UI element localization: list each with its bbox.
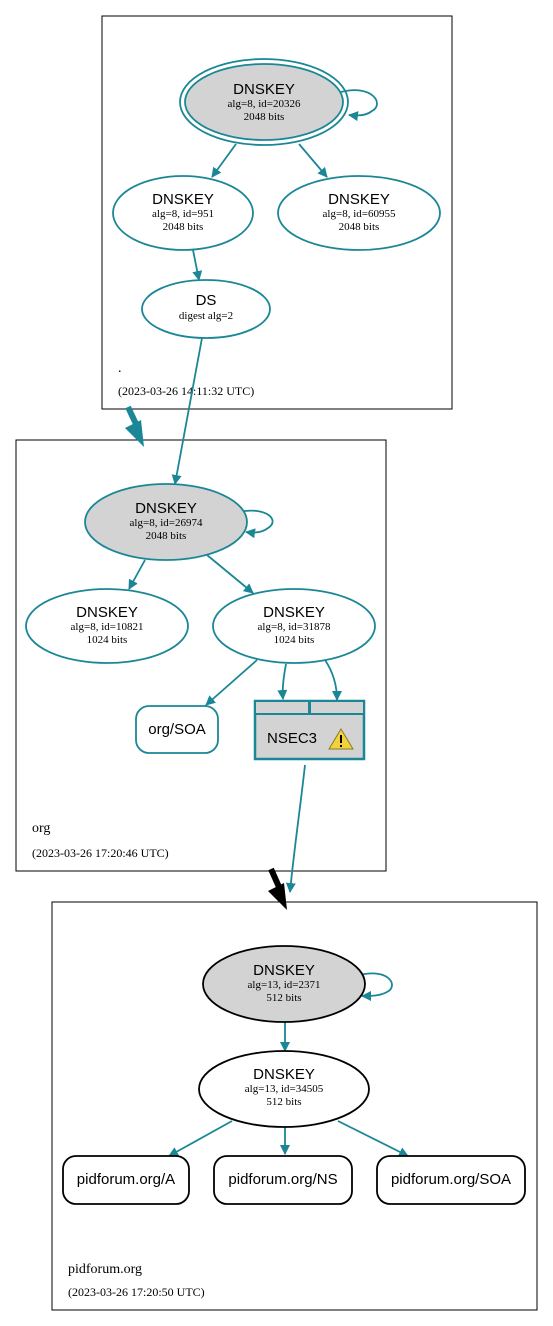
node-org-nsec3[interactable]: NSEC3 [253, 699, 366, 761]
node-org-zsk2-line1: alg=8, id=31878 [258, 621, 331, 633]
node-root-ksk[interactable]: DNSKEY alg=8, id=20326 2048 bits [179, 58, 349, 146]
edge-org-nsec3-to-pidforum [285, 764, 306, 893]
node-root-zsk2-title: DNSKEY [328, 191, 390, 208]
edge-pid-zsk-to-soa [337, 1120, 409, 1157]
edge-root-ksk-selfloop [340, 89, 378, 122]
node-pid-a-title: pidforum.org/A [77, 1171, 175, 1188]
node-org-soa-title: org/SOA [148, 721, 206, 738]
node-root-ksk-line1: alg=8, id=20326 [228, 98, 301, 110]
edge-org-ksk-selfloop [237, 509, 274, 539]
node-pid-a-shape [62, 1155, 190, 1205]
node-root-ksk-line2: 2048 bits [244, 111, 285, 123]
node-org-nsec3-cell-right [309, 700, 365, 715]
delegation-arrow-root-to-org [125, 405, 139, 426]
node-pid-soa-title: pidforum.org/SOA [391, 1171, 511, 1188]
zone-pidforum: pidforum.org (2023-03-26 17:20:50 UTC) [51, 901, 538, 1311]
edge-org-zsk2-to-soa [205, 659, 258, 706]
node-org-ksk-line1: alg=8, id=26974 [130, 517, 203, 529]
edge-root-ksk-to-zsk1 [211, 143, 237, 178]
node-pid-ns-shape [213, 1155, 353, 1205]
node-org-ksk-line2: 2048 bits [146, 530, 187, 542]
node-pid-ksk-title: DNSKEY [253, 962, 315, 979]
node-pid-zsk[interactable]: DNSKEY alg=13, id=34505 512 bits [198, 1050, 370, 1128]
zone-root-box [101, 15, 453, 410]
zone-root-label: . [118, 361, 122, 376]
zone-org-label: org [32, 821, 50, 836]
node-org-ksk-shape [84, 483, 248, 561]
node-root-ds-title: DS [196, 292, 217, 309]
edges [128, 89, 409, 1157]
node-org-nsec3-title: NSEC3 [267, 730, 317, 747]
edge-root-ds-to-org-ksk [171, 337, 203, 485]
edge-org-ksk-to-zsk2 [206, 554, 254, 594]
node-root-ksk-outer [179, 58, 349, 146]
node-org-zsk1-line2: 1024 bits [87, 634, 128, 646]
node-org-zsk1-shape [25, 588, 189, 664]
node-root-zsk1-line1: alg=8, id=951 [152, 208, 214, 220]
node-root-zsk1[interactable]: DNSKEY alg=8, id=951 2048 bits [112, 175, 254, 251]
node-org-nsec3-cell-left [254, 700, 310, 715]
delegation-arrow-org-to-pidforum-head [268, 883, 287, 910]
node-pid-zsk-line2: 512 bits [266, 1096, 301, 1108]
node-pid-ns-title: pidforum.org/NS [228, 1171, 337, 1188]
zone-pidforum-timestamp: (2023-03-26 17:20:50 UTC) [68, 1285, 205, 1299]
node-pid-zsk-title: DNSKEY [253, 1066, 315, 1083]
edge-pid-zsk-to-a [168, 1120, 233, 1157]
node-pid-zsk-shape [198, 1050, 370, 1128]
node-org-ksk[interactable]: DNSKEY alg=8, id=26974 2048 bits [84, 483, 248, 561]
node-root-zsk2-shape [277, 175, 441, 251]
node-pid-ksk-line2: 512 bits [266, 992, 301, 1004]
node-pid-ksk-line1: alg=13, id=2371 [248, 979, 321, 991]
node-org-zsk2-title: DNSKEY [263, 604, 325, 621]
zone-root: . (2023-03-26 14:11:32 UTC) [101, 15, 453, 410]
edge-org-ksk-to-zsk1 [128, 559, 146, 590]
delegation-arrow-root-to-org-head [125, 420, 144, 447]
node-root-zsk1-shape [112, 175, 254, 251]
zone-pidforum-label: pidforum.org [68, 1262, 142, 1277]
node-root-ksk-title: DNSKEY [233, 81, 295, 98]
node-root-zsk1-title: DNSKEY [152, 191, 214, 208]
node-pid-zsk-line1: alg=13, id=34505 [245, 1083, 324, 1095]
node-pid-soa[interactable]: pidforum.org/SOA [376, 1155, 526, 1205]
node-root-ds[interactable]: DS digest alg=2 [141, 279, 271, 339]
node-org-zsk2[interactable]: DNSKEY alg=8, id=31878 1024 bits [212, 588, 376, 664]
node-pid-ksk[interactable]: DNSKEY alg=13, id=2371 512 bits [202, 945, 366, 1023]
zone-root-timestamp: (2023-03-26 14:11:32 UTC) [118, 384, 254, 398]
node-org-zsk2-line2: 1024 bits [274, 634, 315, 646]
node-root-ds-shape [141, 279, 271, 339]
node-root-zsk2-line2: 2048 bits [339, 221, 380, 233]
node-org-ksk-title: DNSKEY [135, 500, 197, 517]
node-org-soa[interactable]: org/SOA [135, 705, 219, 754]
node-pid-a[interactable]: pidforum.org/A [62, 1155, 190, 1205]
edge-org-zsk2-to-nsec3-a [277, 663, 288, 700]
node-root-ksk-shape [184, 63, 344, 141]
node-root-zsk2-line1: alg=8, id=60955 [323, 208, 396, 220]
warning-icon [328, 728, 354, 750]
zone-pidforum-box [51, 901, 538, 1311]
node-root-ds-line1: digest alg=2 [179, 310, 233, 322]
edge-root-zsk1-to-ds [192, 249, 203, 281]
zone-org: org (2023-03-26 17:20:46 UTC) [15, 439, 387, 872]
zone-org-timestamp: (2023-03-26 17:20:46 UTC) [32, 846, 169, 860]
zone-org-box [15, 439, 387, 872]
node-pid-ksk-shape [202, 945, 366, 1023]
delegation-arrow-org-to-pidforum [268, 867, 282, 889]
edge-org-zsk2-to-nsec3-b [324, 659, 342, 701]
edge-root-ksk-to-zsk2 [298, 143, 328, 178]
edge-pid-ksk-selfloop [359, 972, 393, 1001]
delegation-arrows [125, 405, 287, 910]
node-root-zsk1-line2: 2048 bits [163, 221, 204, 233]
node-pid-soa-shape [376, 1155, 526, 1205]
node-org-zsk1-title: DNSKEY [76, 604, 138, 621]
node-org-soa-shape [135, 705, 219, 754]
node-org-zsk1[interactable]: DNSKEY alg=8, id=10821 1024 bits [25, 588, 189, 664]
node-root-zsk2[interactable]: DNSKEY alg=8, id=60955 2048 bits [277, 175, 441, 251]
node-org-zsk1-line1: alg=8, id=10821 [71, 621, 144, 633]
node-pid-ns[interactable]: pidforum.org/NS [213, 1155, 353, 1205]
node-org-zsk2-shape [212, 588, 376, 664]
